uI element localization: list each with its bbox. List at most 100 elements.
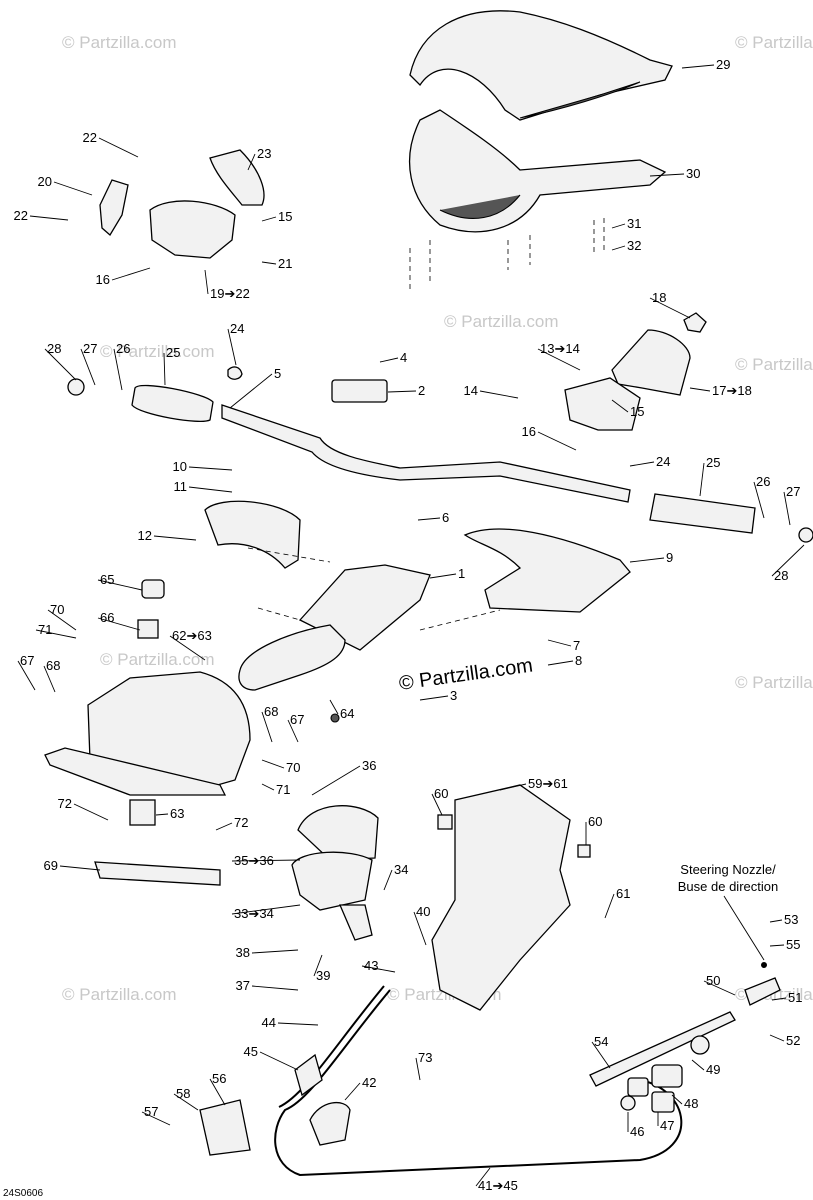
callout-c44: 44 — [262, 1015, 319, 1030]
callout-leader-line — [29, 215, 69, 221]
callout-label: 51 — [788, 990, 802, 1005]
callout-label: 45 — [244, 1044, 258, 1059]
callout-c22a: 22 — [83, 130, 139, 158]
callout-leader-line — [231, 904, 301, 915]
callout-label: 29 — [716, 57, 730, 72]
callout-leader-line — [671, 1094, 683, 1105]
callout-c25b: 25 — [699, 455, 720, 497]
callout-label: 24 — [656, 454, 670, 469]
callout-c39: 39 — [313, 954, 330, 983]
callout-leader-line — [97, 579, 143, 591]
callout-c25a: 25 — [163, 345, 180, 386]
callout-label: 27 — [786, 484, 800, 499]
callout-leader-line — [259, 1051, 299, 1071]
callout-c13: 13➔14 — [537, 341, 581, 371]
callout-label: 22 — [14, 208, 28, 223]
callout-label: 26 — [756, 474, 770, 489]
callout-c35: 35➔36 — [231, 853, 301, 868]
callout-c70a: 70 — [47, 602, 77, 631]
callout-c53: 53 — [769, 912, 798, 927]
callout-leader-line — [251, 949, 299, 954]
callout-label: 11 — [174, 479, 188, 494]
callout-label: 68 — [264, 704, 278, 719]
callout-c4: 4 — [379, 350, 407, 365]
callout-leader-line — [73, 803, 109, 821]
callout-leader-line — [771, 997, 787, 1001]
callout-leader-line — [155, 813, 169, 816]
watermark: © Partzilla.com — [735, 355, 813, 374]
callout-label: 42 — [362, 1075, 376, 1090]
callout-c50: 50 — [703, 973, 736, 996]
callout-c42: 42 — [344, 1075, 376, 1101]
callout-label: 69 — [44, 858, 58, 873]
callout-leader-line — [329, 699, 339, 715]
callout-leader-line — [231, 859, 301, 862]
callout-leader-line — [547, 660, 574, 666]
callout-c7: 7 — [547, 638, 580, 653]
callout-c68a: 68 — [43, 658, 60, 693]
callout-c51: 51 — [771, 990, 802, 1005]
callout-c20: 20 — [38, 174, 93, 196]
callout-c67a: 67 — [17, 653, 36, 691]
callout-label: 28 — [774, 568, 788, 583]
steering-nozzle-note: Steering Nozzle/ Buse de direction — [678, 862, 778, 968]
callout-label: 52 — [786, 1033, 800, 1048]
callout-leader-line — [287, 719, 299, 743]
callout-label: 37 — [236, 978, 250, 993]
callout-c5: 5 — [229, 366, 281, 409]
callout-c26b: 26 — [753, 474, 770, 519]
watermark: © Partzilla.com — [735, 673, 813, 692]
callout-label: 53 — [784, 912, 798, 927]
callout-c29: 29 — [681, 57, 730, 72]
callout-leader-line — [111, 267, 151, 281]
callout-leader-line — [277, 1022, 319, 1026]
callout-leader-line — [173, 1093, 199, 1111]
callout-label: 6 — [442, 510, 449, 525]
callout-c48: 48 — [671, 1094, 698, 1111]
callout-label: 68 — [46, 658, 60, 673]
callout-leader-line — [261, 711, 273, 743]
callout-leader-line — [188, 486, 233, 493]
callout-c12: 12 — [138, 528, 197, 543]
callout-label: 40 — [416, 904, 430, 919]
callout-label: 26 — [116, 341, 130, 356]
steering-nozzle-label-line2: Buse de direction — [678, 879, 778, 894]
callout-c72b: 72 — [215, 815, 248, 831]
callout-c65: 65 — [97, 572, 143, 591]
callout-leader-line — [537, 348, 581, 371]
callout-c38: 38 — [236, 945, 299, 960]
callout-c16a: 16 — [96, 267, 151, 287]
callout-c60b: 60 — [585, 814, 602, 845]
callout-label: 34 — [394, 862, 408, 877]
callout-c26a: 26 — [113, 341, 130, 391]
callout-label: 57 — [144, 1104, 158, 1119]
callout-c55: 55 — [769, 937, 800, 952]
callout-leader-line — [413, 911, 427, 946]
callout-c68b: 68 — [261, 704, 278, 743]
callout-label: 4 — [400, 350, 407, 365]
callout-leader-line — [703, 980, 736, 996]
callout-leader-line — [227, 328, 237, 366]
callout-label: 8 — [575, 653, 582, 668]
callout-label: 73 — [418, 1050, 432, 1065]
callout-label: 44 — [262, 1015, 276, 1030]
callout-leader-line — [209, 1078, 226, 1106]
callout-label: 28 — [47, 341, 61, 356]
callout-c52: 52 — [769, 1033, 800, 1048]
callout-c31: 31 — [611, 216, 641, 231]
watermark: © Partzilla.com — [100, 342, 215, 361]
callout-c14: 14 — [464, 383, 519, 399]
callout-leader-line — [43, 665, 56, 693]
right-switch-housing — [564, 312, 707, 431]
callout-c46: 46 — [627, 1112, 644, 1139]
callout-label: 56 — [212, 1071, 226, 1086]
callout-leader-line — [479, 390, 519, 399]
callout-label: 19➔22 — [210, 286, 250, 301]
callout-label: 16 — [96, 272, 110, 287]
callout-label: 63 — [170, 806, 184, 821]
left-switch-housing — [99, 149, 265, 259]
callout-label: 33➔34 — [234, 906, 274, 921]
callout-leader-line — [499, 783, 527, 791]
steering-support — [431, 784, 591, 1011]
